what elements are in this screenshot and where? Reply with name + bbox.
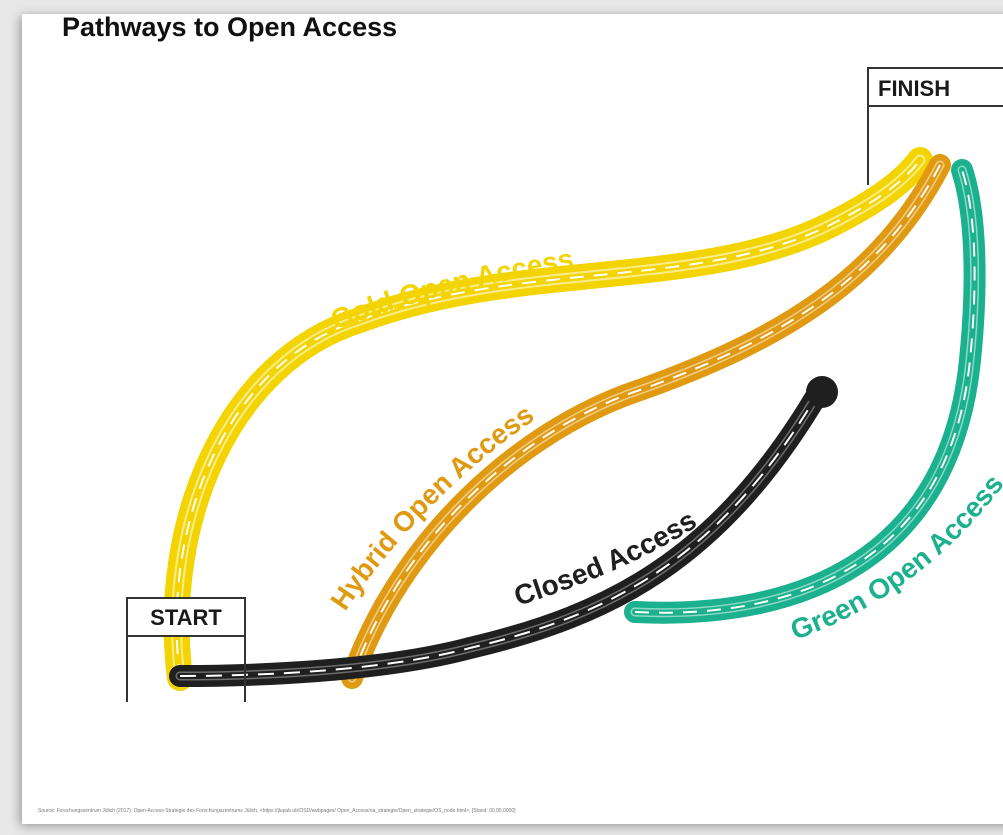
page-title: Pathways to Open Access <box>62 12 398 42</box>
start-label: START <box>150 605 222 630</box>
start-flag: START <box>126 597 246 702</box>
source-note: Source: Forschungszentrum Jülich (2017):… <box>38 808 516 814</box>
green-label: Green Open Access <box>786 469 1003 646</box>
closed-dead-end-dot <box>806 376 838 408</box>
finish-label: FINISH <box>878 76 950 101</box>
hybrid-label: Hybrid Open Access <box>324 398 539 615</box>
closed-road <box>180 376 838 676</box>
finish-flag: FINISH <box>867 67 1003 185</box>
